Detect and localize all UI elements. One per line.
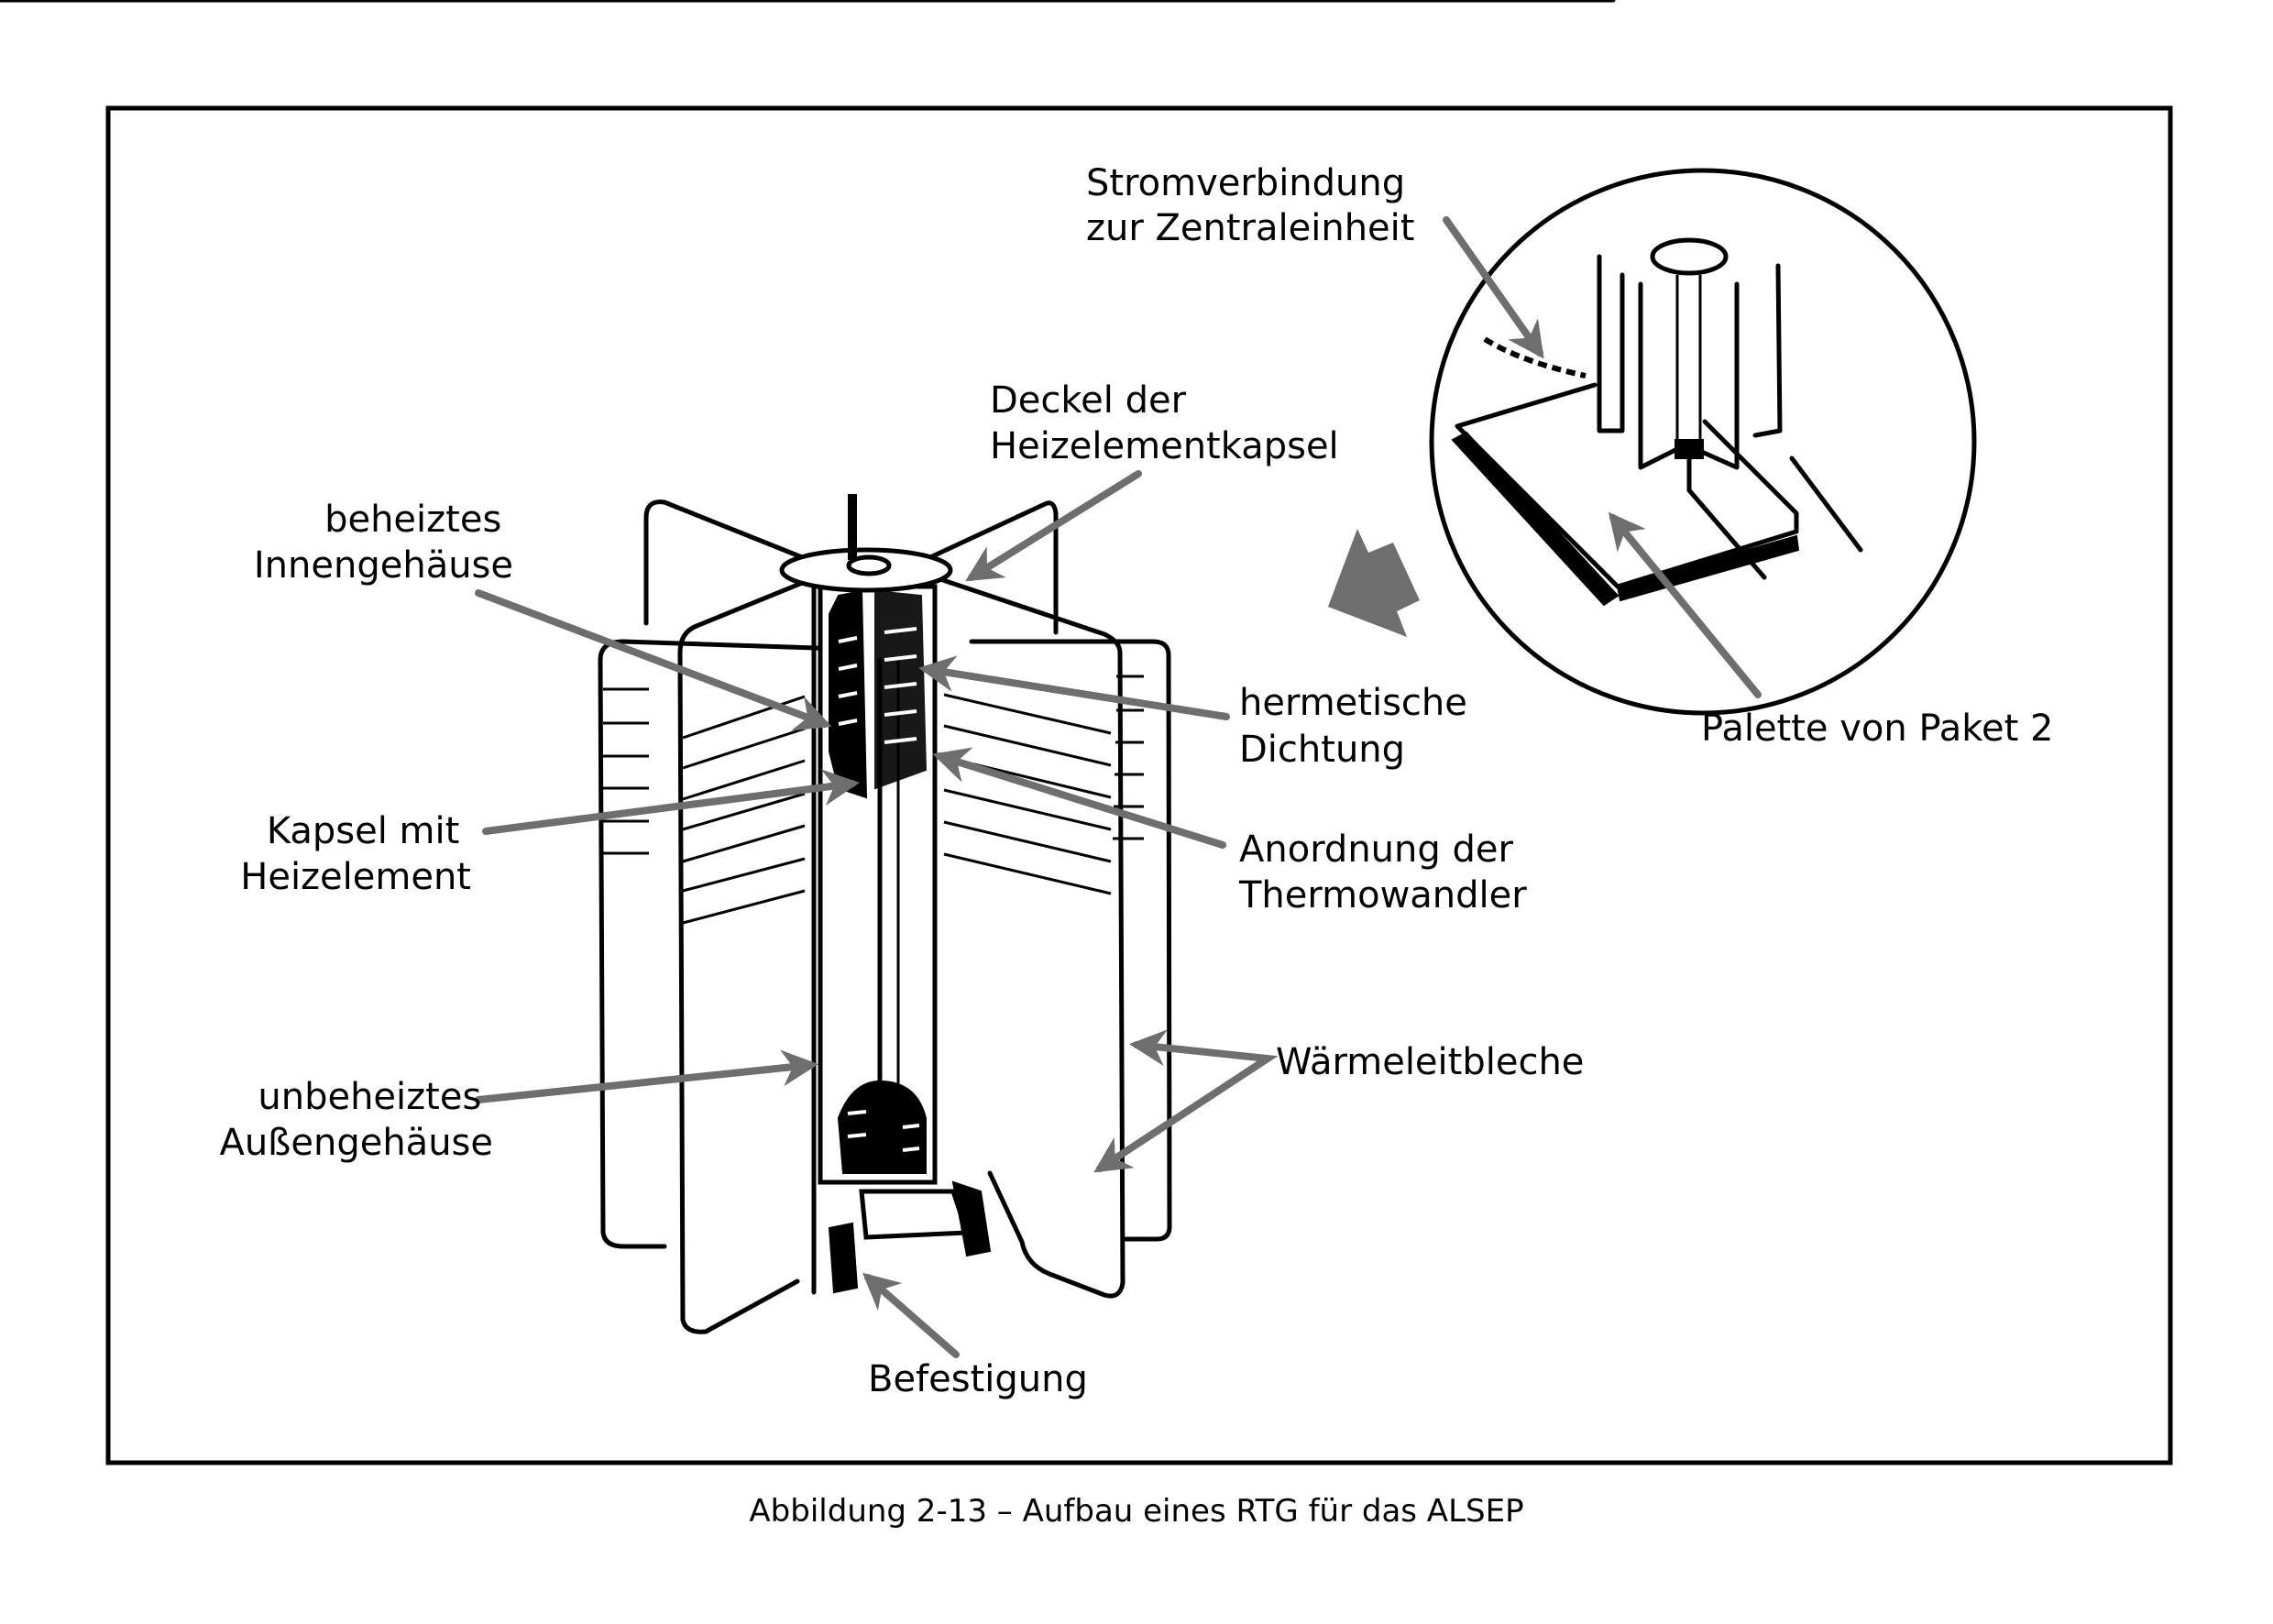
label-stromverbindung: Stromverbindung zur Zentraleinheit xyxy=(1086,162,1417,249)
label-innengehaeuse: beheiztes Innengehäuse xyxy=(254,499,513,587)
direction-arrow-icon xyxy=(1328,529,1420,637)
label-kapsel: Kapsel mit Heizelement xyxy=(240,810,471,898)
leader-lines xyxy=(475,216,1762,1358)
leader-palette xyxy=(1608,511,1762,698)
label-deckel: Deckel der Heizelementkapsel xyxy=(990,379,1339,467)
label-thermowandler: Anordnung der Thermowandler xyxy=(1238,828,1527,916)
label-befestigung: Befestigung xyxy=(868,1358,1088,1400)
leader-dichtung xyxy=(918,655,1230,720)
leader-innengehaeuse xyxy=(475,589,832,731)
leader-stromverbindung xyxy=(1443,216,1544,359)
label-dichtung: hermetische Dichtung xyxy=(1239,682,1479,771)
label-aussengehaeuse: unbeheiztes Außengehäuse xyxy=(219,1076,493,1164)
rtg-main-illustration xyxy=(598,494,1172,1334)
label-palette: Palette von Paket 2 xyxy=(1701,708,2054,750)
figure-caption: Abbildung 2-13 – Aufbau eines RTG für da… xyxy=(749,1493,1523,1530)
label-waermeleitbleche: Wärmeleitbleche xyxy=(1276,1041,1584,1083)
leader-thermowandler xyxy=(932,747,1226,849)
leader-kapsel xyxy=(482,769,860,835)
leader-waermeleitbleche xyxy=(1093,1029,1279,1173)
figure-frame xyxy=(105,105,2173,1465)
leader-aussengehaeuse xyxy=(475,1049,818,1103)
leader-befestigung xyxy=(862,1272,960,1358)
leader-deckel xyxy=(965,470,1142,582)
